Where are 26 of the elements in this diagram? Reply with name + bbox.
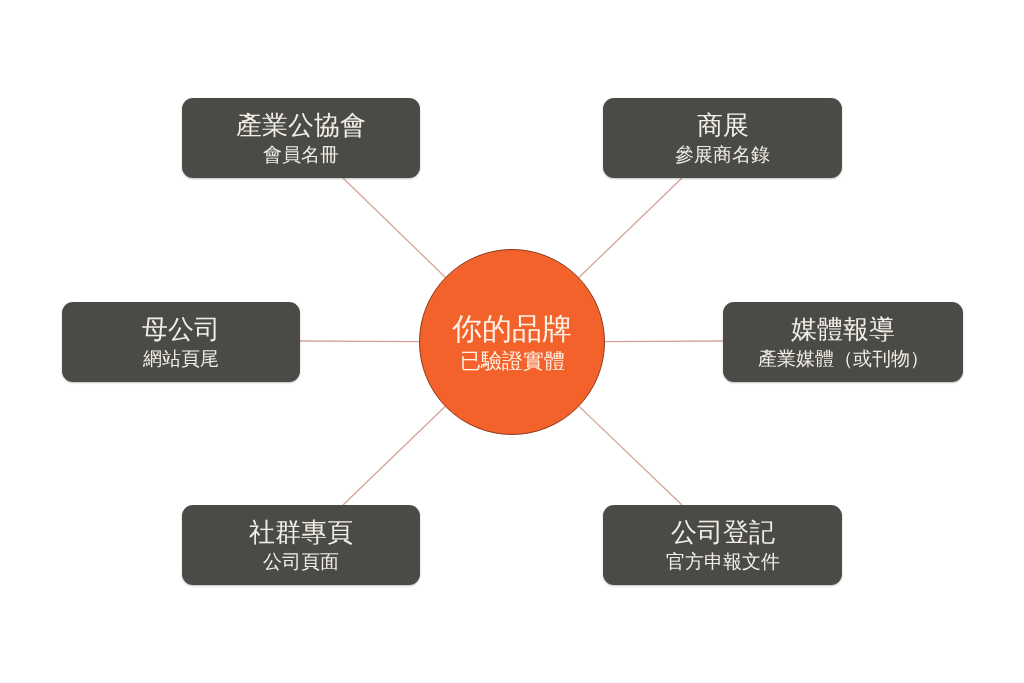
connector-line xyxy=(342,177,446,278)
connector-line xyxy=(604,340,724,343)
node-subtitle: 會員名冊 xyxy=(263,142,339,167)
node-subtitle: 官方申報文件 xyxy=(665,549,780,574)
node-subtitle: 已驗證實體 xyxy=(459,348,565,375)
node-title: 母公司 xyxy=(142,313,220,346)
node-title: 商展 xyxy=(696,109,749,142)
category-box xyxy=(723,302,963,382)
node-subtitle: 網站頁尾 xyxy=(143,346,219,371)
category-box xyxy=(603,98,842,178)
category-box xyxy=(62,302,300,382)
node-subtitle: 參展商名錄 xyxy=(675,142,770,167)
node-title: 社群專頁 xyxy=(249,516,353,549)
connector-line xyxy=(342,405,446,506)
category-box xyxy=(182,98,420,178)
node-title: 公司登記 xyxy=(670,516,775,549)
connector-line xyxy=(578,177,683,279)
node-title: 產業公協會 xyxy=(236,109,366,142)
category-box xyxy=(182,505,420,585)
node-title: 你的品牌 xyxy=(452,309,572,348)
node-title: 媒體報導 xyxy=(791,313,895,346)
connector-line xyxy=(299,340,420,343)
node-subtitle: 公司頁面 xyxy=(263,549,339,574)
category-box xyxy=(603,505,842,585)
connector-line xyxy=(578,405,683,506)
node-subtitle: 產業媒體（或刊物） xyxy=(757,346,929,371)
